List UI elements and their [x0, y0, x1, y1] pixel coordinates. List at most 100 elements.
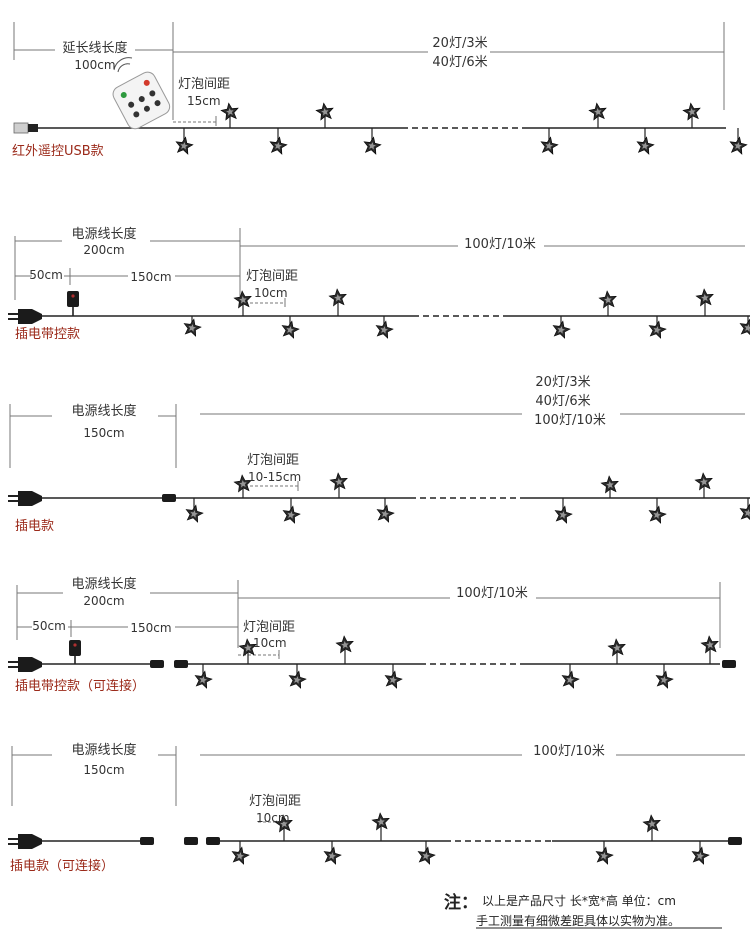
- usb-plug-icon: [13, 122, 38, 134]
- star-bulb-icon: [281, 316, 300, 339]
- v1-spacing-label: 灯泡间距: [178, 77, 231, 92]
- star-bulb-icon: [552, 316, 571, 339]
- star-bulb-icon: [600, 475, 619, 498]
- star-bulb-icon: [288, 664, 307, 689]
- star-bulb-icon: [540, 128, 559, 155]
- star-bulb-icon: [220, 102, 239, 128]
- star-bulb-icon: [739, 498, 750, 520]
- star-bulb-icon: [694, 472, 713, 498]
- v5-spec-line-1: 100灯/10米: [533, 744, 605, 759]
- star-bulb-icon: [375, 316, 394, 339]
- v3-variant-name: 插电款: [15, 519, 55, 534]
- star-bulb-icon: [384, 664, 403, 689]
- star-bulb-icon: [607, 638, 626, 664]
- v5-variant-name: 插电款（可连接）: [10, 859, 115, 874]
- star-bulb-icon: [695, 288, 714, 316]
- connector-icon: [162, 494, 176, 502]
- v3-spec-line-2: 40灯/6米: [535, 394, 591, 409]
- v2-cable-label: 电源线长度: [71, 227, 137, 242]
- star-bulb-icon: [231, 841, 250, 865]
- v4-spacing-label: 灯泡间距: [243, 620, 296, 635]
- star-bulb-icon: [648, 498, 667, 524]
- v5-spacing-value: 10cm: [256, 811, 290, 825]
- v4-variant-name: 插电带控款（可连接）: [15, 679, 146, 694]
- v1-variant-name: 红外遥控USB款: [12, 144, 104, 159]
- v4-cable-label: 电源线长度: [71, 577, 137, 592]
- controller-box-icon: [69, 640, 81, 656]
- star-bulb-icon: [315, 102, 334, 128]
- v4-spec-line-1: 100灯/10米: [456, 586, 528, 601]
- connector-icon: [728, 837, 742, 845]
- v5-cable-value: 150cm: [83, 763, 125, 777]
- wall-plug-icon: [8, 309, 42, 324]
- remote-control-icon: [112, 71, 171, 130]
- star-bulb-icon: [642, 814, 661, 841]
- v4-sub-segment-2: 150cm: [130, 621, 172, 635]
- star-bulb-icon: [588, 102, 607, 128]
- v1-cable-label: 延长线长度: [62, 41, 128, 56]
- signal-icon: [113, 57, 133, 73]
- v2-sub-segment-2: 150cm: [130, 270, 172, 284]
- v4-spacing-value: 10cm: [253, 636, 287, 650]
- wall-plug-icon: [8, 834, 42, 849]
- v2-cable-value: 200cm: [83, 243, 125, 257]
- star-bulb-icon: [554, 498, 573, 524]
- connector-icon: [140, 837, 154, 845]
- v3-spec-line-3: 100灯/10米: [534, 413, 606, 428]
- star-bulb-icon: [233, 290, 252, 316]
- v3-spec-line-1: 20灯/3米: [535, 375, 591, 390]
- star-bulb-icon: [682, 102, 701, 128]
- v2-sub-segment-1: 50cm: [29, 268, 63, 282]
- star-bulb-icon: [376, 498, 395, 523]
- star-bulb-icon: [269, 128, 288, 155]
- connector-icon: [206, 837, 220, 845]
- v3-cable-value: 150cm: [83, 426, 125, 440]
- star-bulb-icon: [363, 128, 382, 155]
- v5-cable-label: 电源线长度: [71, 743, 137, 758]
- v2-spacing-value: 10cm: [254, 286, 288, 300]
- star-bulb-icon: [648, 316, 667, 339]
- star-bulb-icon: [185, 498, 204, 523]
- controller-box-icon: [67, 291, 79, 307]
- star-bulb-icon: [729, 128, 748, 155]
- star-bulb-icon: [329, 472, 348, 498]
- wall-plug-icon: [8, 657, 42, 672]
- star-bulb-icon: [595, 841, 614, 865]
- v3-cable-label: 电源线长度: [71, 404, 137, 419]
- star-bulb-icon: [371, 812, 390, 841]
- connector-icon: [174, 660, 188, 668]
- star-bulb-icon: [700, 635, 719, 664]
- v3-spacing-label: 灯泡间距: [247, 453, 300, 468]
- star-bulb-icon: [238, 638, 257, 664]
- star-bulb-icon: [194, 664, 213, 689]
- footnote-label: 注：: [444, 893, 478, 913]
- v4-sub-segment-1: 50cm: [32, 619, 66, 633]
- connector-icon: [150, 660, 164, 668]
- star-bulb-icon: [323, 841, 342, 865]
- star-bulb-icon: [274, 814, 293, 841]
- star-bulb-icon: [233, 474, 252, 498]
- star-bulb-icon: [282, 498, 301, 524]
- star-bulb-icon: [636, 128, 655, 155]
- star-bulb-icon: [335, 635, 354, 664]
- v5-spacing-label: 灯泡间距: [249, 794, 302, 809]
- footnote-line-1: 以上是产品尺寸 长*宽*高 单位：cm: [482, 894, 676, 908]
- star-bulb-icon: [183, 316, 202, 337]
- v1-cable-value: 100cm: [74, 58, 116, 72]
- star-bulb-icon: [561, 664, 580, 689]
- star-bulb-icon: [691, 841, 710, 865]
- star-bulb-icon: [739, 316, 750, 335]
- star-bulb-icon: [175, 128, 194, 155]
- v1-spec-line-2: 40灯/6米: [432, 55, 488, 70]
- star-bulb-icon: [417, 841, 436, 865]
- v2-spacing-label: 灯泡间距: [246, 269, 299, 284]
- connector-icon: [722, 660, 736, 668]
- star-bulb-icon: [655, 664, 674, 689]
- connector-icon: [184, 837, 198, 845]
- v4-cable-value: 200cm: [83, 594, 125, 608]
- star-bulb-icon: [328, 288, 347, 316]
- wall-plug-icon: [8, 491, 42, 506]
- v3-spacing-value: 10-15cm: [248, 470, 302, 484]
